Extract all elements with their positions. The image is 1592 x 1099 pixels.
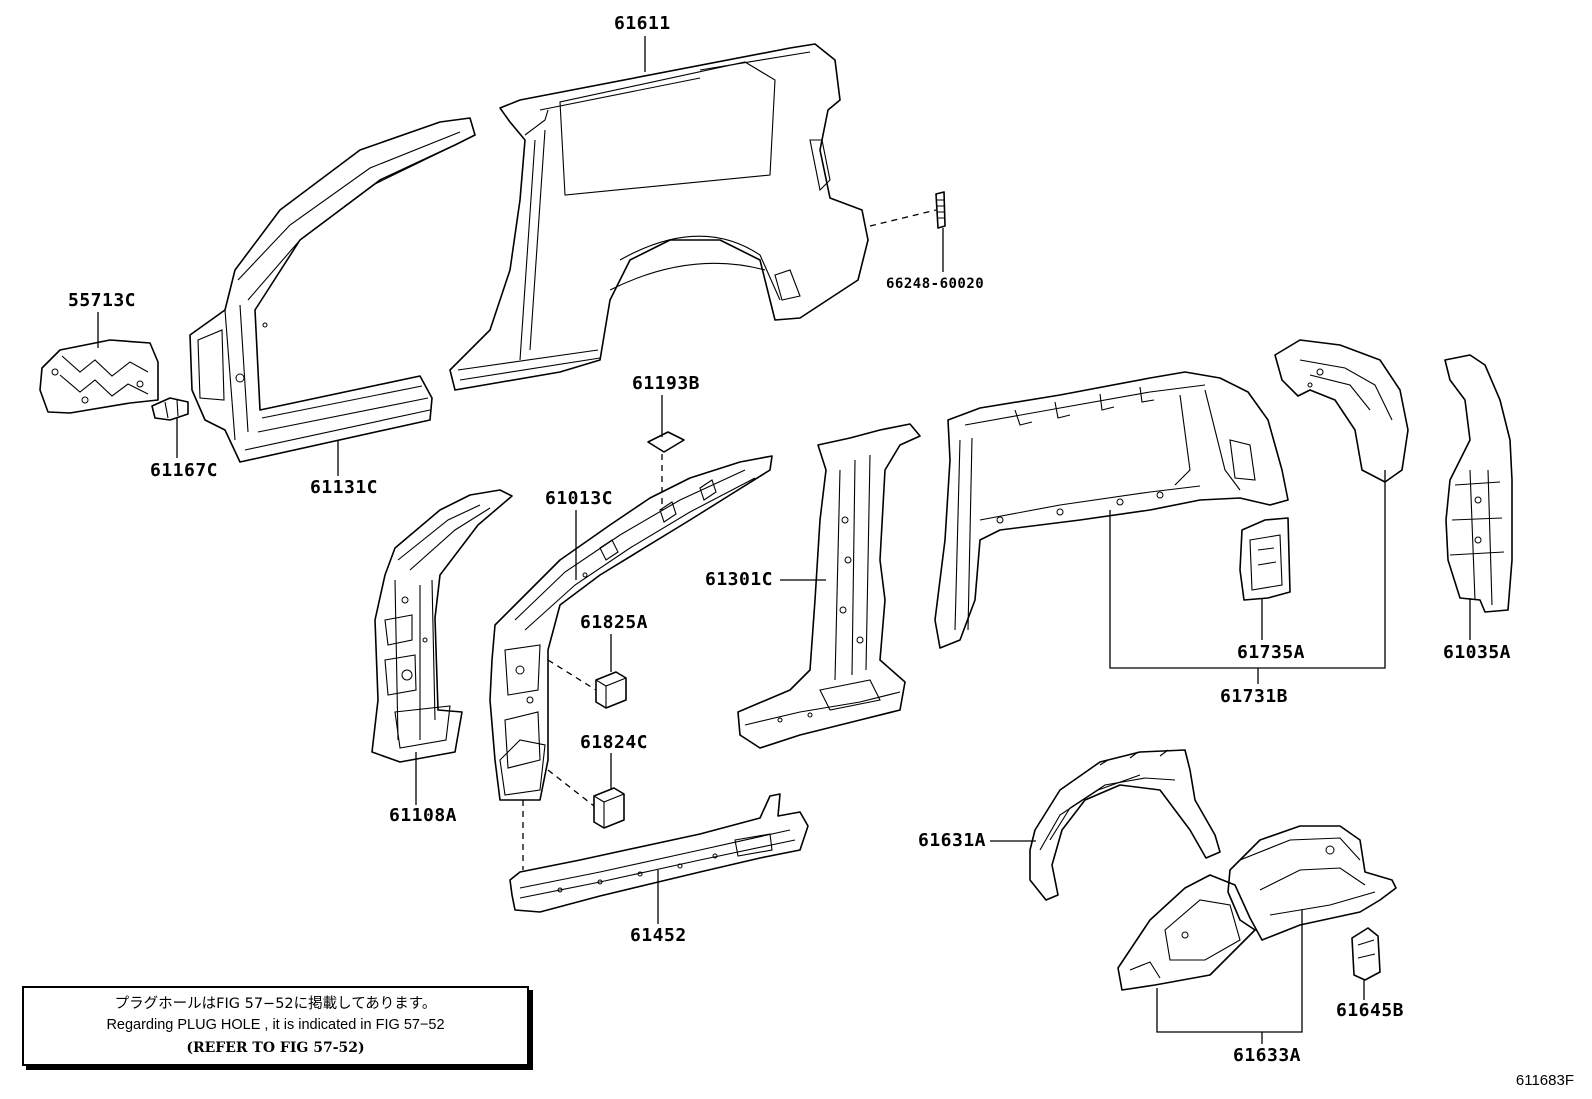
reinforcement-61735A: [1239, 517, 1291, 601]
label-61301C: 61301C: [705, 569, 774, 590]
label-61167C: 61167C: [150, 460, 219, 481]
label-61735A: 61735A: [1237, 642, 1306, 663]
clip-66248-60020: [935, 191, 946, 229]
wheel-arch-61631A: [1029, 749, 1221, 901]
windshield-pillar-inner-61013C: [489, 455, 773, 801]
note-japanese: プラグホールはFIG 57−52に掲載してあります。: [114, 996, 437, 1012]
wheel-house-inner-61633A: [1117, 825, 1397, 991]
label-61131C: 61131C: [310, 477, 379, 498]
front-pillar-inner-61108A: [371, 489, 513, 763]
rear-pillar-61035A: [1444, 354, 1513, 613]
label-61035A: 61035A: [1443, 642, 1512, 663]
center-pillar-61301C: [737, 423, 921, 749]
label-61731B: 61731B: [1220, 686, 1289, 707]
quarter-inner-61731B: [934, 371, 1289, 649]
pad-61824C: [593, 787, 625, 829]
label-61611: 61611: [614, 13, 671, 34]
label-61825A: 61825A: [580, 612, 649, 633]
label-55713C: 55713C: [68, 290, 137, 311]
plug-hole-note: プラグホールはFIG 57−52に掲載してあります。 Regarding PLU…: [22, 986, 529, 1066]
label-61108A: 61108A: [389, 805, 458, 826]
label-61013C: 61013C: [545, 488, 614, 509]
front-body-pillar-61131C: [189, 117, 476, 463]
plug-61193B: [647, 431, 685, 453]
label-61452: 61452: [630, 925, 687, 946]
label-61193B: 61193B: [632, 373, 701, 394]
label-61631A: 61631A: [918, 830, 987, 851]
bracket-61167C: [151, 397, 189, 421]
label-61824C: 61824C: [580, 732, 649, 753]
figure-id: 611683F: [1515, 1072, 1574, 1089]
label-61645B: 61645B: [1336, 1000, 1405, 1021]
cowl-bracket-55713C: [39, 339, 159, 414]
quarter-panel-61611: [449, 43, 869, 391]
rocker-inner-61452: [509, 793, 809, 913]
pad-61825A: [595, 671, 627, 709]
rear-pillar-inner: [1274, 339, 1409, 483]
label-61633A: 61633A: [1233, 1045, 1302, 1066]
note-reference: (REFER TO FIG 57-52): [186, 1040, 365, 1056]
leader-lines: [97, 36, 1471, 1044]
note-english: Regarding PLUG HOLE , it is indicated in…: [106, 1017, 445, 1033]
bracket-61645B: [1351, 927, 1381, 981]
label-66248-60020: 66248-60020: [886, 276, 985, 292]
